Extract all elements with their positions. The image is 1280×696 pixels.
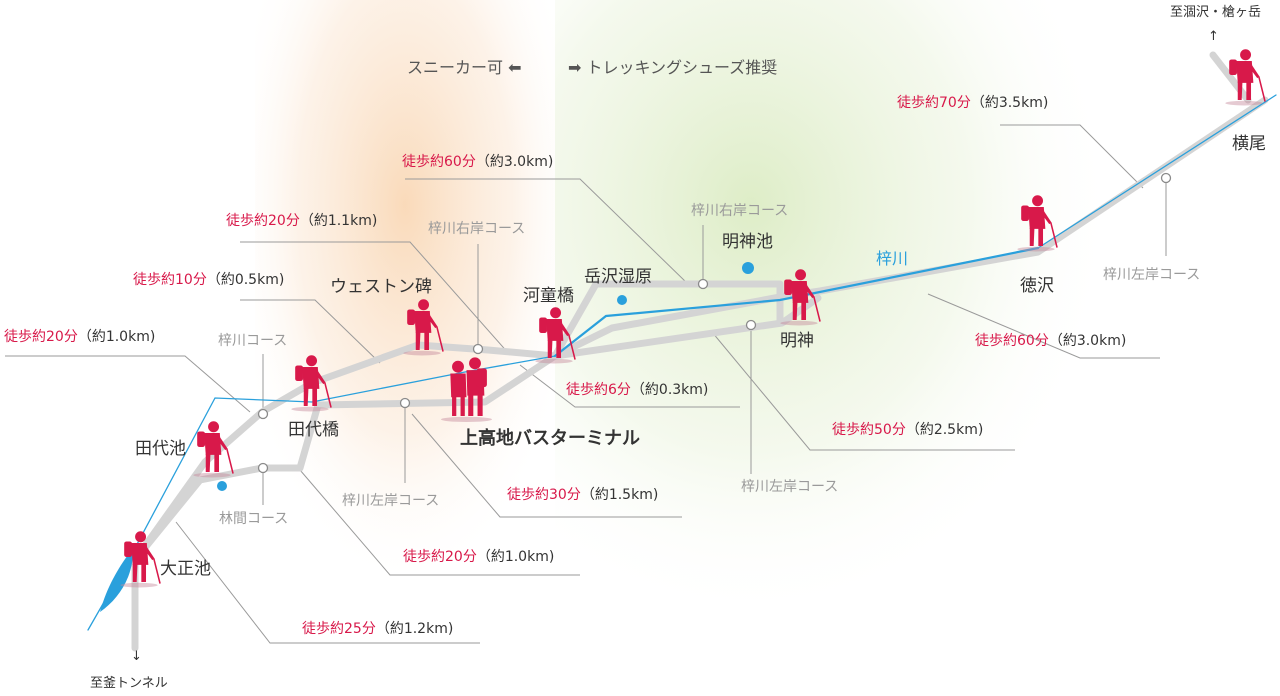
junctions — [257, 172, 1172, 474]
hiker-icon — [780, 269, 821, 326]
to-kama-tunnel: 至釜トンネル — [90, 676, 168, 691]
trekking-zone-label: ➡ トレッキングシューズ推奨 — [568, 58, 778, 77]
hiker-icon — [120, 531, 161, 588]
left-arrow-icon: ⬅ — [508, 58, 522, 77]
place-tokusawa: 徳沢 — [1020, 276, 1054, 296]
place-tashiro-bashi: 田代橋 — [288, 420, 339, 440]
walk-time-taisho-rinkan: 徒歩約25分（約1.2km) — [302, 621, 454, 637]
walk-time-tashiro-rinkan: 徒歩約20分（約1.0km) — [403, 549, 555, 565]
place-myojin-ike: 明神池 — [722, 232, 773, 252]
hiker-icon — [1017, 195, 1058, 252]
course-rinkan: 林間コース — [219, 511, 289, 527]
place-yokoo: 横尾 — [1232, 134, 1266, 154]
walk-time-myojin-tokusawa: 徒歩約60分（約3.0km) — [975, 333, 1127, 349]
walk-time-tashiro-kappa: 徒歩約20分（約1.1km) — [226, 213, 378, 229]
right-arrow-icon: ➡ — [568, 58, 582, 77]
hiker-group-icon — [441, 357, 492, 422]
to-karasawa-yarigatake: 至涸沢・槍ヶ岳 — [1170, 5, 1262, 20]
place-tashiro-ike: 田代池 — [135, 439, 186, 459]
down-arrow-icon: ↓ — [131, 649, 142, 664]
walk-time-tashiro-terminal: 徒歩約30分（約1.5km) — [507, 487, 659, 503]
course-left-bank-myojin: 梓川左岸コース — [741, 479, 839, 495]
sneaker-zone — [255, 0, 555, 640]
course-left-bank-yokoo: 梓川左岸コース — [1103, 267, 1201, 283]
hiker-icon — [193, 421, 234, 478]
course-left-bank-tashiro: 梓川左岸コース — [342, 493, 440, 509]
place-dakesawa-marsh: 岳沢湿原 — [584, 267, 652, 287]
walk-time-tashiro-weston: 徒歩約10分（約0.5km) — [133, 272, 285, 288]
dakesawa-marsh-dot — [617, 295, 627, 305]
place-kappa-bashi: 河童橋 — [523, 286, 574, 306]
walk-time-taisho-tashiro: 徒歩約20分（約1.0km) — [4, 329, 156, 345]
course-right-bank: 梓川右岸コース — [428, 221, 526, 237]
course-azusa: 梓川コース — [218, 333, 288, 349]
myojin-pond-dot — [742, 262, 754, 274]
walk-time-terminal-kappa: 徒歩約6分（約0.3km) — [566, 382, 709, 398]
walk-time-tokusawa-yokoo: 徒歩約70分（約3.5km) — [897, 95, 1049, 111]
place-myojin: 明神 — [780, 331, 814, 351]
sneaker-zone-label: スニーカー可 ⬅ — [407, 58, 522, 77]
place-bus-terminal: 上高地バスターミナル — [460, 428, 640, 449]
course-right-bank-upper: 梓川右岸コース — [691, 203, 789, 219]
hiker-icon — [403, 299, 444, 356]
hiker-icon — [1225, 49, 1266, 106]
hiker-icon — [291, 355, 332, 412]
tashiro-pond-dot — [217, 481, 227, 491]
leader-lines — [5, 124, 1167, 644]
hiker-icon — [535, 307, 576, 364]
hikers — [120, 49, 1266, 588]
river-azusa-label: 梓川 — [876, 249, 909, 268]
walk-time-kappa-myojin-left: 徒歩約50分（約2.5km) — [832, 422, 984, 438]
place-taisho-ike: 大正池 — [160, 559, 211, 579]
up-arrow-icon: ↑ — [1208, 29, 1219, 44]
taisho-pond — [100, 548, 134, 612]
walk-time-kappa-myojin-right: 徒歩約60分（約3.0km) — [402, 154, 554, 170]
place-weston-monument: ウェストン碑 — [330, 277, 432, 297]
